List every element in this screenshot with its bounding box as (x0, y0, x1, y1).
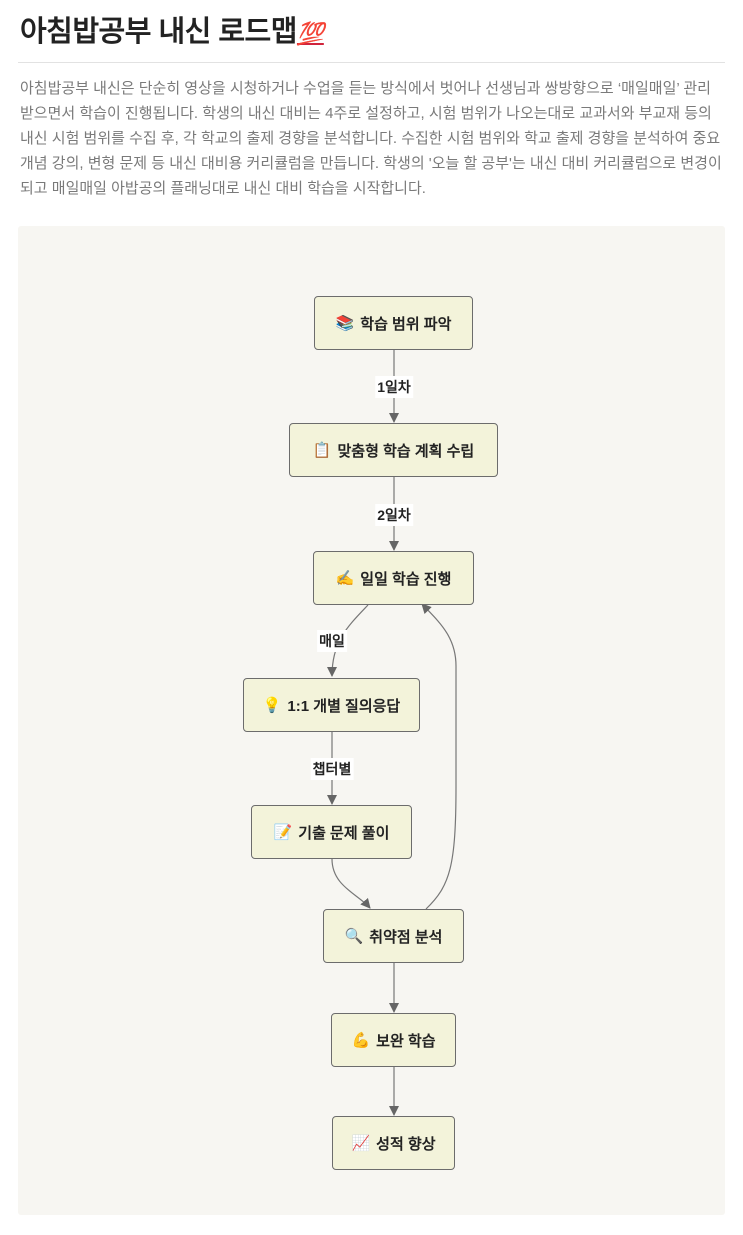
node-qna: 💡 1:1 개별 질의응답 (243, 678, 420, 732)
node-label: 성적 향상 (376, 1135, 436, 1153)
edge-label-day2: 2일차 (375, 504, 413, 526)
edge-label-day1: 1일차 (375, 376, 413, 398)
roadmap-diagram: 📚 학습 범위 파악 📋 맞춤형 학습 계획 수립 ✍️ 일일 학습 진행 💡 1:1 … (18, 226, 725, 1215)
flexed-biceps-icon: 💪 (351, 1032, 371, 1049)
node-weakness-analysis: 🔍 취약점 분석 (323, 909, 464, 963)
edge-label-daily: 매일 (317, 630, 347, 652)
magnifier-icon: 🔍 (344, 928, 364, 945)
node-label: 학습 범위 파악 (360, 315, 452, 333)
clipboard-icon: 📋 (312, 442, 332, 459)
chart-up-icon: 📈 (351, 1135, 371, 1152)
node-study-scope: 📚 학습 범위 파악 (314, 296, 473, 350)
edge-6-3 (421, 603, 457, 910)
node-supplement: 💪 보완 학습 (331, 1013, 456, 1067)
page-title: 아침밥공부 내신 로드맵💯 (20, 8, 324, 50)
writing-hand-icon: ✍️ (335, 570, 355, 587)
memo-icon: 📝 (273, 824, 293, 841)
node-label: 맞춤형 학습 계획 수립 (337, 442, 475, 460)
node-label: 취약점 분석 (369, 928, 443, 946)
node-label: 기출 문제 풀이 (298, 824, 390, 842)
page-title-text: 아침밥공부 내신 로드맵 (20, 16, 297, 48)
node-past-exams: 📝 기출 문제 풀이 (251, 805, 412, 859)
node-label: 일일 학습 진행 (360, 570, 452, 588)
node-grade-up: 📈 성적 향상 (332, 1116, 455, 1170)
edge-5-6 (331, 858, 371, 909)
books-icon: 📚 (335, 315, 355, 332)
light-bulb-icon: 💡 (262, 697, 282, 714)
title-divider (18, 62, 725, 63)
hundred-points-icon: 💯 (296, 21, 324, 46)
description: 아침밥공부 내신은 단순히 영상을 시청하거나 수업을 듣는 방식에서 벗어나 … (20, 80, 722, 197)
node-custom-plan: 📋 맞춤형 학습 계획 수립 (289, 423, 498, 477)
node-daily-study: ✍️ 일일 학습 진행 (313, 551, 474, 605)
edge-label-per-chapter: 챕터별 (310, 758, 354, 780)
node-label: 1:1 개별 질의응답 (287, 697, 401, 715)
node-label: 보완 학습 (376, 1032, 436, 1050)
